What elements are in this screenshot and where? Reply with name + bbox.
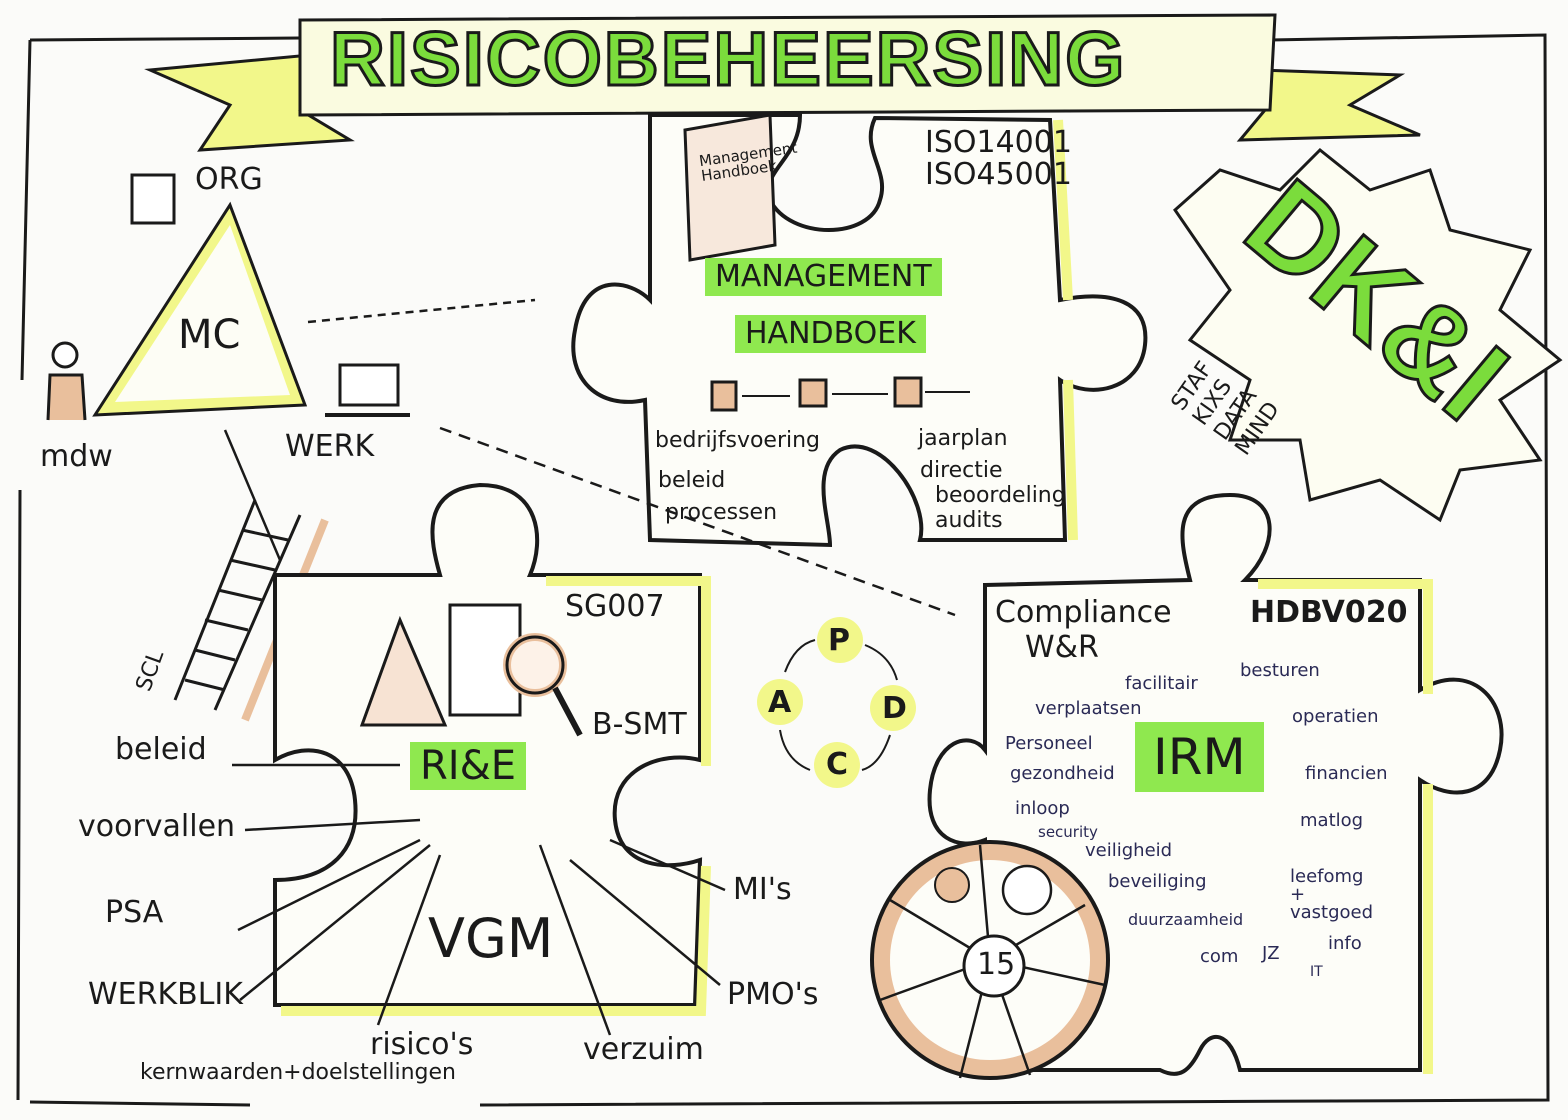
irm-domain: JZ xyxy=(1262,943,1280,964)
standard: ISO45001 xyxy=(925,157,1072,192)
wheel-center: 15 xyxy=(977,947,1016,982)
pdca-d: D xyxy=(882,691,907,726)
mgmt-item: audits xyxy=(935,508,1003,533)
irm-domain: besturen xyxy=(1240,660,1320,681)
mgmt-item: beleid xyxy=(658,468,726,493)
irm-domain: gezondheid xyxy=(1010,763,1115,784)
rie-code: SG007 xyxy=(565,589,665,624)
pdca-c: C xyxy=(826,747,849,782)
page-title: RISICOBEHEERSING xyxy=(328,17,1127,102)
rie-input: beleid xyxy=(115,732,207,767)
irm-domain: operatien xyxy=(1292,706,1379,727)
rie-input: PMO's xyxy=(727,977,819,1012)
irm-domain: facilitair xyxy=(1125,673,1198,694)
mgmt-item: processen xyxy=(665,500,778,525)
irm-domain: security xyxy=(1038,823,1098,841)
irm-domain: veiligheid xyxy=(1085,840,1173,861)
irm-code: HDBV020 xyxy=(1250,595,1408,630)
mgmt-item: beoordeling xyxy=(935,483,1066,508)
irm-domain: info xyxy=(1328,933,1362,954)
rie-title: RI&E xyxy=(410,742,527,790)
irm-domain: matlog xyxy=(1300,810,1364,831)
pdca-a: A xyxy=(768,685,792,720)
irm-header: W&R xyxy=(1025,630,1099,665)
irm-title: IRM xyxy=(1135,722,1264,792)
irm-header: Compliance xyxy=(995,595,1172,630)
rie-input: risico's xyxy=(370,1027,474,1062)
pdca-p: P xyxy=(828,623,850,658)
irm-domain: leefomg + vastgoed xyxy=(1290,866,1374,923)
mgmt-item: directie xyxy=(920,458,1003,483)
dki-starburst xyxy=(1173,147,1563,523)
rie-input: WERKBLIK xyxy=(88,977,243,1012)
irm-domain: Personeel xyxy=(1005,733,1093,754)
rie-input: kernwaarden+doelstellingen xyxy=(140,1060,457,1085)
irm-domain: financien xyxy=(1305,763,1388,784)
irm-domain: duurzaamheid xyxy=(1128,910,1244,929)
irm-domain: beveiliging xyxy=(1108,871,1207,892)
rie-side: B-SMT xyxy=(592,707,687,742)
irm-domain: com xyxy=(1200,946,1239,967)
vgm-label: VGM xyxy=(428,907,554,970)
mdw-label: mdw xyxy=(40,439,113,474)
mgmt-item: jaarplan xyxy=(918,426,1008,451)
handboek-title: HANDBOEK xyxy=(735,315,926,353)
rie-input: voorvallen xyxy=(78,809,236,844)
irm-domain: inloop xyxy=(1015,798,1070,819)
management-title: MANAGEMENT xyxy=(705,258,942,296)
irm-domain: verplaatsen xyxy=(1035,698,1142,719)
mgmt-item: bedrijfsvoering xyxy=(655,428,821,453)
rie-input: verzuim xyxy=(583,1032,704,1067)
standard: ISO14001 xyxy=(925,125,1072,160)
irm-domain: IT xyxy=(1310,964,1323,980)
org-label: ORG xyxy=(195,162,263,197)
mc-label: MC xyxy=(178,312,241,358)
werk-label: WERK xyxy=(285,429,375,464)
rie-input: MI's xyxy=(733,872,792,907)
rie-input: PSA xyxy=(105,895,164,930)
title-banner xyxy=(144,13,1421,152)
